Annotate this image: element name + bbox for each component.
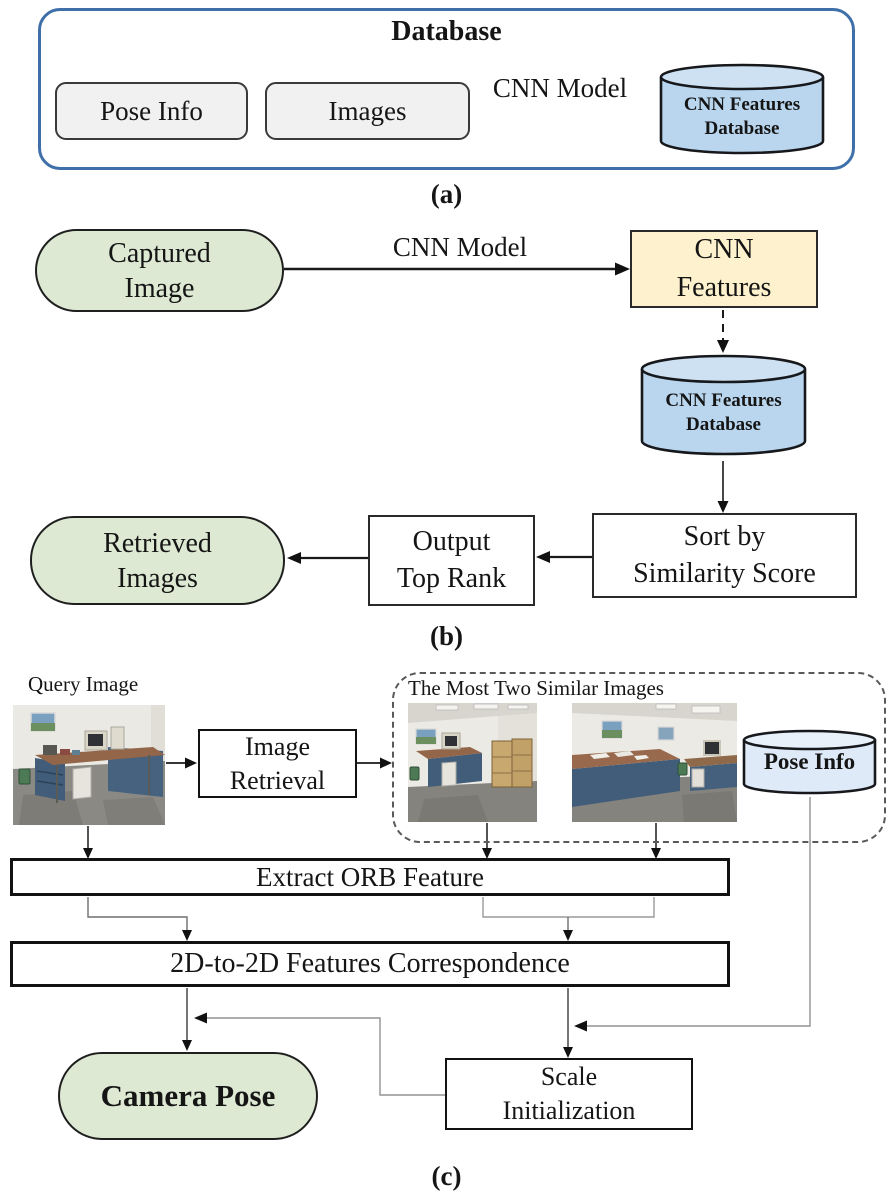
retrieved-line1: Retrieved [103,527,212,559]
arrowhead-corr-to-scale [563,1047,573,1058]
connector-query-branch [87,897,188,933]
captured-image-line1: Captured [108,237,211,269]
output-line2: Top Rank [396,562,507,594]
image-retrieval-line1: Image [245,731,310,761]
arrowhead-scale-to-camera [194,1012,207,1024]
database-cylinder-icon-b [640,354,807,456]
arrowhead-retrieval-to-similar [380,757,392,769]
node-cnn-features: CNN Features [630,230,818,308]
arrowhead-db-to-sort [717,501,729,513]
retrieved-line2: Images [117,562,198,594]
cylinder-label-a-line2: Database [704,118,780,139]
captured-image-line2: Image [124,272,195,304]
caption-a: (a) [430,178,463,209]
scale-init-line1: Scale [540,1062,598,1092]
output-line1: Output [412,525,491,557]
database-cylinder-icon-a [659,63,825,155]
arrowhead-right-into-correspondence [563,930,573,941]
similar-images-label: The Most Two Similar Images [408,676,664,700]
caption-c: (c) [431,1160,462,1191]
arrowhead-pose-info [574,1020,587,1032]
query-image-label: Query Image [28,672,139,696]
cylinder-label-b-line2: Database [686,414,761,435]
node-camera-pose: Camera Pose [58,1052,318,1140]
query-image-photo [13,705,165,825]
sort-line2: Similarity Score [633,557,816,589]
cylinder-label-b-line1: CNN Features [665,390,782,412]
arrowhead-corr-to-camera [182,1040,192,1051]
node-2d-correspondence: 2D-to-2D Features Correspondence [10,941,730,987]
node-output-top-rank: Output Top Rank [368,515,535,606]
cnn-features-line1: CNN [694,234,754,266]
arrowhead-features-to-db [717,340,729,353]
sort-line1: Sort by [683,520,766,552]
node-extract-orb-feature: Extract ORB Feature [10,858,730,896]
cnn-features-line2: Features [676,272,772,303]
pose-info-cylinder-label: Pose Info [763,749,856,774]
similar-image-2-photo [572,703,737,822]
node-images: Images [265,82,470,140]
database-panel-title: Database [391,16,502,47]
cylinder-label-b: CNN Features Database [640,384,807,442]
image-retrieval-line2: Retrieval [229,765,326,795]
cnn-model-arrow-label-b: CNN Model [392,231,528,262]
node-image-retrieval: Image Retrieval [198,729,357,798]
node-pose-info: Pose Info [55,82,248,140]
cylinder-label-a-line1: CNN Features [683,94,801,116]
similar-images-container [392,672,886,843]
arrowhead-query-to-retrieval [185,757,197,769]
scale-init-line2: Initialization [502,1096,636,1125]
node-sort-by-similarity: Sort by Similarity Score [592,513,857,598]
caption-b: (b) [430,620,463,651]
arrowhead-captured-to-features [615,262,630,276]
similar-image-1-photo [408,703,537,822]
node-captured-image: Captured Image [35,229,284,312]
arrowhead-output-to-retrieved [287,552,301,564]
pose-info-cylinder-icon [742,729,877,795]
cylinder-label-a: CNN Features Database [659,88,825,146]
node-retrieved-images: Retrieved Images [30,516,285,605]
connector-similar-branch [482,897,655,918]
cnn-model-arrow-label-a: CNN Model [492,72,628,103]
arrowhead-sort-to-output [536,551,550,563]
node-scale-initialization: Scale Initialization [445,1058,693,1130]
arrowhead-left-into-correspondence [182,930,192,941]
